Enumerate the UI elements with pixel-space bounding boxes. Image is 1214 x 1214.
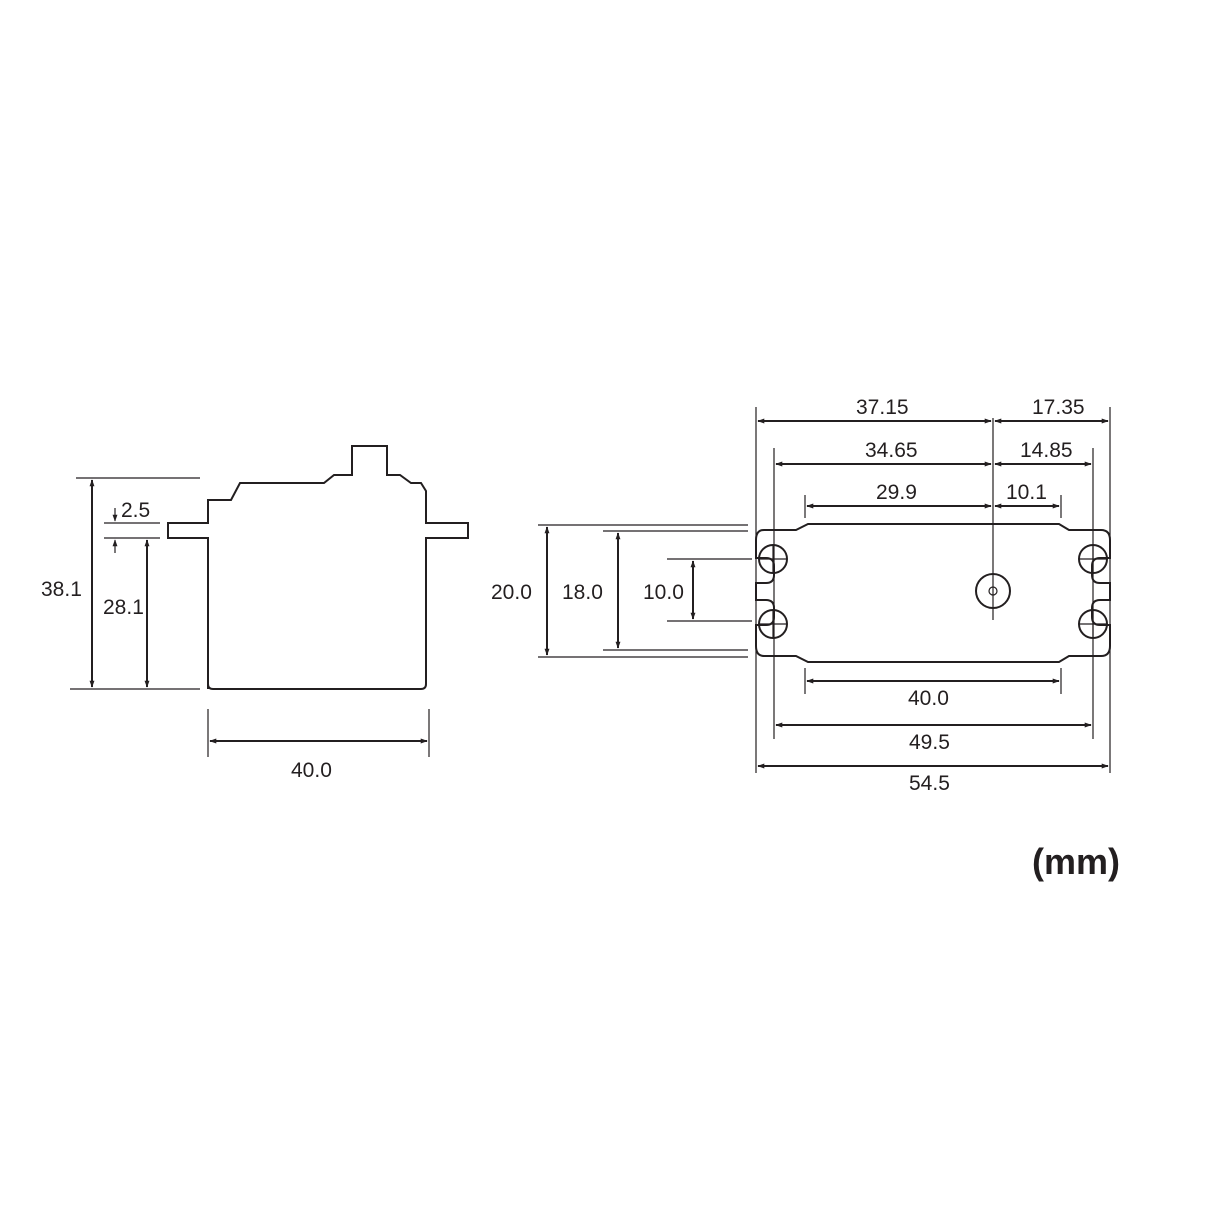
mounting-hole-bottom-left — [758, 609, 788, 639]
label-29-9: 29.9 — [876, 481, 917, 504]
label-18-0: 18.0 — [562, 581, 603, 604]
label-37-15: 37.15 — [856, 396, 909, 419]
servo-top-outline — [755, 523, 1111, 663]
label-54-5: 54.5 — [909, 772, 950, 795]
side-view: 38.1 2.5 28.1 40.0 — [41, 445, 469, 782]
label-2-5: 2.5 — [121, 499, 150, 522]
label-49-5: 49.5 — [909, 731, 950, 754]
label-17-35: 17.35 — [1032, 396, 1085, 419]
label-10-0: 10.0 — [643, 581, 684, 604]
label-14-85: 14.85 — [1020, 439, 1073, 462]
label-10-1: 10.1 — [1006, 481, 1047, 504]
label-40-0-top: 40.0 — [908, 687, 949, 710]
label-40-0-side: 40.0 — [291, 759, 332, 782]
label-34-65: 34.65 — [865, 439, 918, 462]
top-view: 37.15 17.35 34.65 14.85 29.9 10.1 40.0 4… — [491, 396, 1111, 795]
label-38-1: 38.1 — [41, 578, 82, 601]
mounting-hole-top-left — [758, 544, 788, 574]
label-28-1: 28.1 — [103, 596, 144, 619]
unit-label: (mm) — [1032, 841, 1120, 882]
label-20-0: 20.0 — [491, 581, 532, 604]
servo-side-outline — [167, 445, 469, 690]
output-shaft — [975, 418, 1011, 620]
